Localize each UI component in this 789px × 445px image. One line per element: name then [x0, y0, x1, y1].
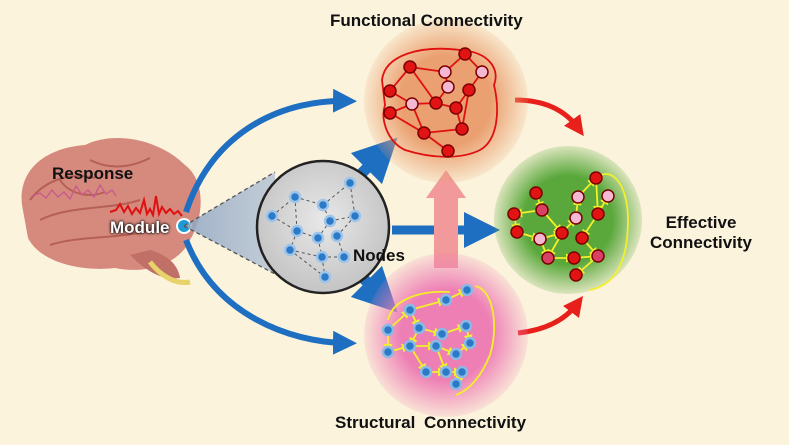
functional-network — [364, 19, 528, 183]
functional-connectivity-title: Functional Connectivity — [330, 11, 523, 30]
arrow-module-to-functional — [183, 88, 357, 213]
zoom-cone — [184, 172, 275, 274]
effective-network — [494, 146, 642, 294]
nodes-label: Nodes — [353, 246, 405, 265]
response-label: Response — [52, 164, 134, 183]
effective-connectivity-title: Effective Connectivity — [650, 213, 752, 252]
effective-title-line2: Connectivity — [650, 232, 753, 252]
brain-image — [21, 137, 201, 286]
module-signal — [109, 195, 183, 219]
structural-network — [364, 253, 528, 417]
structural-connectivity-title: Structural Connectivity — [335, 413, 527, 432]
response-signal — [31, 183, 117, 201]
effective-title-line1: Effective — [665, 213, 737, 232]
module-label: Module — [110, 218, 170, 237]
nodes-network — [255, 159, 391, 295]
arrow-module-to-structural — [183, 238, 357, 355]
